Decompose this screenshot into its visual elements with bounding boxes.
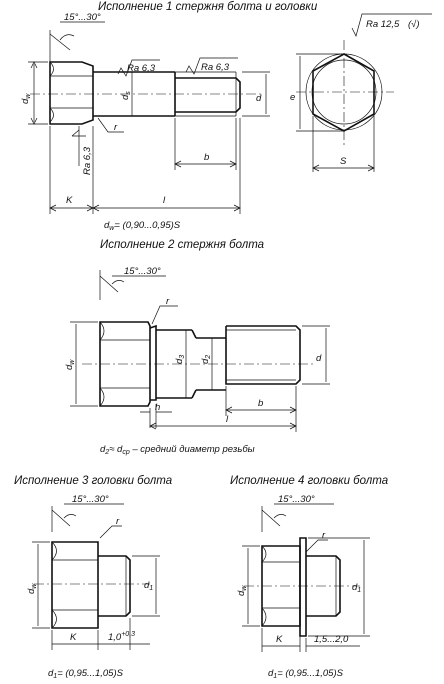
v2-d3-label: d3 xyxy=(174,355,186,364)
v3-d1-label: d1 xyxy=(144,580,153,592)
v1-dw-label: dw xyxy=(20,93,32,104)
v4-d1-label: d1 xyxy=(352,582,361,594)
v3-d1-formula: d1= (0,95...1,05)S xyxy=(48,668,124,680)
v4-d1-formula: d1= (0,95...1,05)S xyxy=(268,668,344,680)
variant2-title: Исполнение 2 стержня болта xyxy=(100,239,265,251)
roughness-general-paren: (√) xyxy=(408,19,420,30)
v2-l-label: l xyxy=(226,414,229,425)
variant4-title: Исполнение 4 головки болта xyxy=(230,475,389,487)
v1-dw-formula: dw= (0,90...0,95)S xyxy=(104,220,181,232)
v1-ds-label: ds xyxy=(120,91,132,100)
variant1-title: Исполнение 1 стержня болта и головки xyxy=(98,1,318,13)
v1-ra-3: Ra 6,3 xyxy=(82,146,93,175)
variant3-view: 15°...30° r dw d1 K 1,0+0,3 d1= (0,95...… xyxy=(26,494,160,680)
v4-r-label: r xyxy=(322,530,326,541)
v1-e-label: e xyxy=(290,92,295,103)
v3-r-label: r xyxy=(116,516,120,527)
v1-s-label: S xyxy=(340,156,347,167)
v2-r-label: r xyxy=(166,296,170,307)
v1-d-label: d xyxy=(256,93,262,104)
v1-k-label: K xyxy=(66,195,73,206)
v2-d2-label: d2 xyxy=(200,355,212,364)
v1-r-label: r xyxy=(114,122,118,133)
roughness-general-label: Ra 12,5 xyxy=(366,19,400,30)
variant1-hex-end-view: e S xyxy=(290,40,394,172)
variant4-view: 15°...30° r dw d1 K 1,5...2,0 d1= (0,95.… xyxy=(236,494,370,680)
v2-dw-label: dw xyxy=(64,359,76,370)
v2-d2-formula: d2≈ dср – средний диаметр резьбы xyxy=(100,444,255,456)
v4-angle-label: 15°...30° xyxy=(278,494,315,505)
v1-ra-2: Ra 6,3 xyxy=(201,62,230,73)
v2-d-label: d xyxy=(316,353,322,364)
v3-k-label: K xyxy=(70,632,77,643)
v1-angle-label: 15°...30° xyxy=(64,12,101,23)
v1-b-label: b xyxy=(204,152,209,163)
v2-b-label: b xyxy=(258,398,263,409)
v2-h-label: h xyxy=(155,402,160,413)
v1-l-label: l xyxy=(163,195,166,206)
v4-range-label: 1,5...2,0 xyxy=(314,634,349,645)
variant3-title: Исполнение 3 головки болта xyxy=(14,475,173,487)
v2-angle-label: 15°...30° xyxy=(124,266,161,277)
v1-ra-1: Ra 6,3 xyxy=(127,63,156,74)
variant2-side-view: 15°...30° r dw d3 d2 d xyxy=(64,266,330,456)
v4-dw-label: dw xyxy=(236,585,248,596)
v3-dw-label: dw xyxy=(26,583,38,594)
variant1-side-view: Ra 12,5 (√) 15°...30° r xyxy=(20,12,432,232)
v4-k-label: K xyxy=(276,634,283,645)
v3-tol-label: 1,0+0,3 xyxy=(108,631,135,643)
roughness-mark-general: Ra 12,5 (√) xyxy=(351,13,432,37)
v3-angle-label: 15°...30° xyxy=(72,494,109,505)
